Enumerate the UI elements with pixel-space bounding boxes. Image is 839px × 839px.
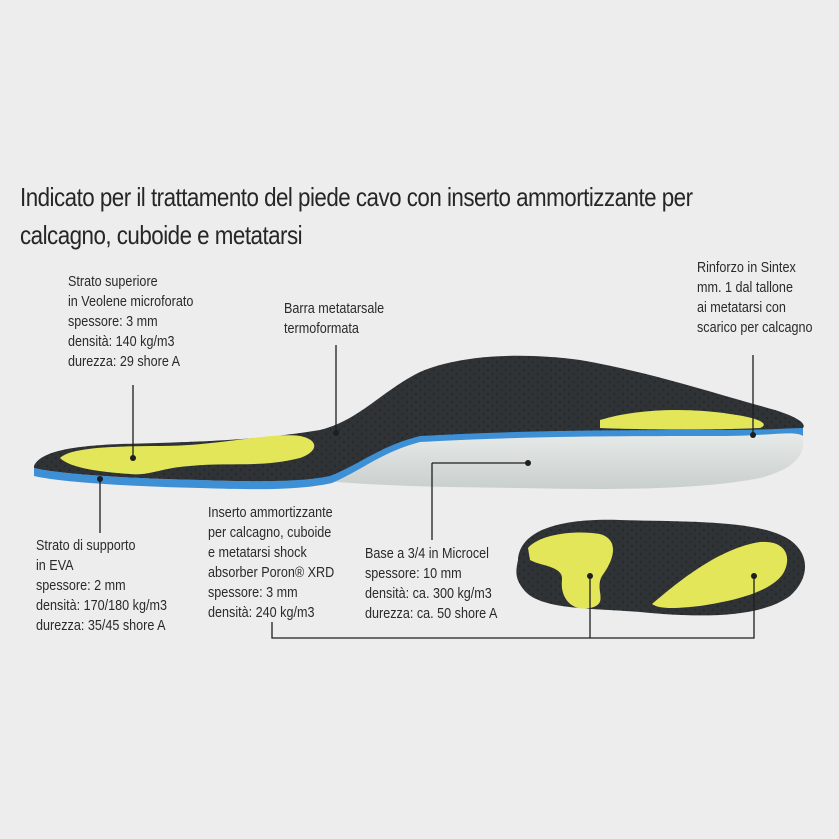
insole-bottom-view — [516, 519, 806, 616]
label-top-layer: Strato superiore in Veolene microforato … — [68, 272, 193, 372]
label-line: Strato di supporto — [36, 537, 136, 554]
label-line: ai metatarsi con — [697, 299, 786, 316]
label-line: densità: ca. 300 kg/m3 — [365, 585, 492, 602]
label-support-layer: Strato di supporto in EVA spessore: 2 mm… — [36, 536, 167, 636]
leader-lines — [99, 345, 755, 639]
label-line: durezza: ca. 50 shore A — [365, 605, 498, 622]
label-line: mm. 1 dal tallone — [697, 279, 793, 296]
headline: Indicato per il trattamento del piede ca… — [20, 178, 708, 254]
label-line: Strato superiore — [68, 273, 158, 290]
label-line: durezza: 35/45 shore A — [36, 617, 166, 634]
label-shock-insert: Inserto ammortizzante per calcagno, cubo… — [208, 503, 334, 623]
label-line: Base a 3/4 in Microcel — [365, 545, 489, 562]
label-line: in EVA — [36, 557, 74, 574]
label-line: densità: 240 kg/m3 — [208, 604, 315, 621]
label-base: Base a 3/4 in Microcel spessore: 10 mm d… — [365, 544, 497, 624]
label-line: spessore: 3 mm — [208, 584, 298, 601]
label-line: densità: 170/180 kg/m3 — [36, 597, 168, 614]
label-line: termoformata — [284, 320, 359, 337]
label-line: spessore: 3 mm — [68, 313, 158, 330]
label-line: densità: 140 kg/m3 — [68, 333, 175, 350]
eva-support-layer — [34, 425, 803, 490]
label-line: scarico per calcagno — [697, 319, 813, 336]
headline-line-1: Indicato per il trattamento del piede ca… — [20, 182, 693, 212]
microcel-base — [300, 430, 804, 489]
headline-line-2: calcagno, cuboide e metatarsi — [20, 220, 303, 250]
insole-side-view — [34, 355, 804, 490]
metatarsal-insert-side — [60, 435, 315, 475]
label-line: absorber Poron® XRD — [208, 564, 335, 581]
label-line: e metatarsi shock — [208, 544, 307, 561]
leader-dots — [97, 430, 757, 579]
label-line: Barra metatarsale — [284, 300, 385, 317]
label-reinforcement: Rinforzo in Sintex mm. 1 dal tallone ai … — [697, 258, 813, 338]
metatarsal-pad-bottom — [528, 532, 614, 609]
label-metatarsal-bar: Barra metatarsale termoformata — [284, 299, 384, 339]
heel-insert-side — [600, 410, 764, 430]
label-line: spessore: 2 mm — [36, 577, 126, 594]
label-line: Inserto ammortizzante — [208, 504, 333, 521]
label-line: per calcagno, cuboide — [208, 524, 332, 541]
label-line: spessore: 10 mm — [365, 565, 462, 582]
label-line: Rinforzo in Sintex — [697, 259, 796, 276]
label-line: durezza: 29 shore A — [68, 353, 181, 370]
label-line: in Veolene microforato — [68, 293, 194, 310]
